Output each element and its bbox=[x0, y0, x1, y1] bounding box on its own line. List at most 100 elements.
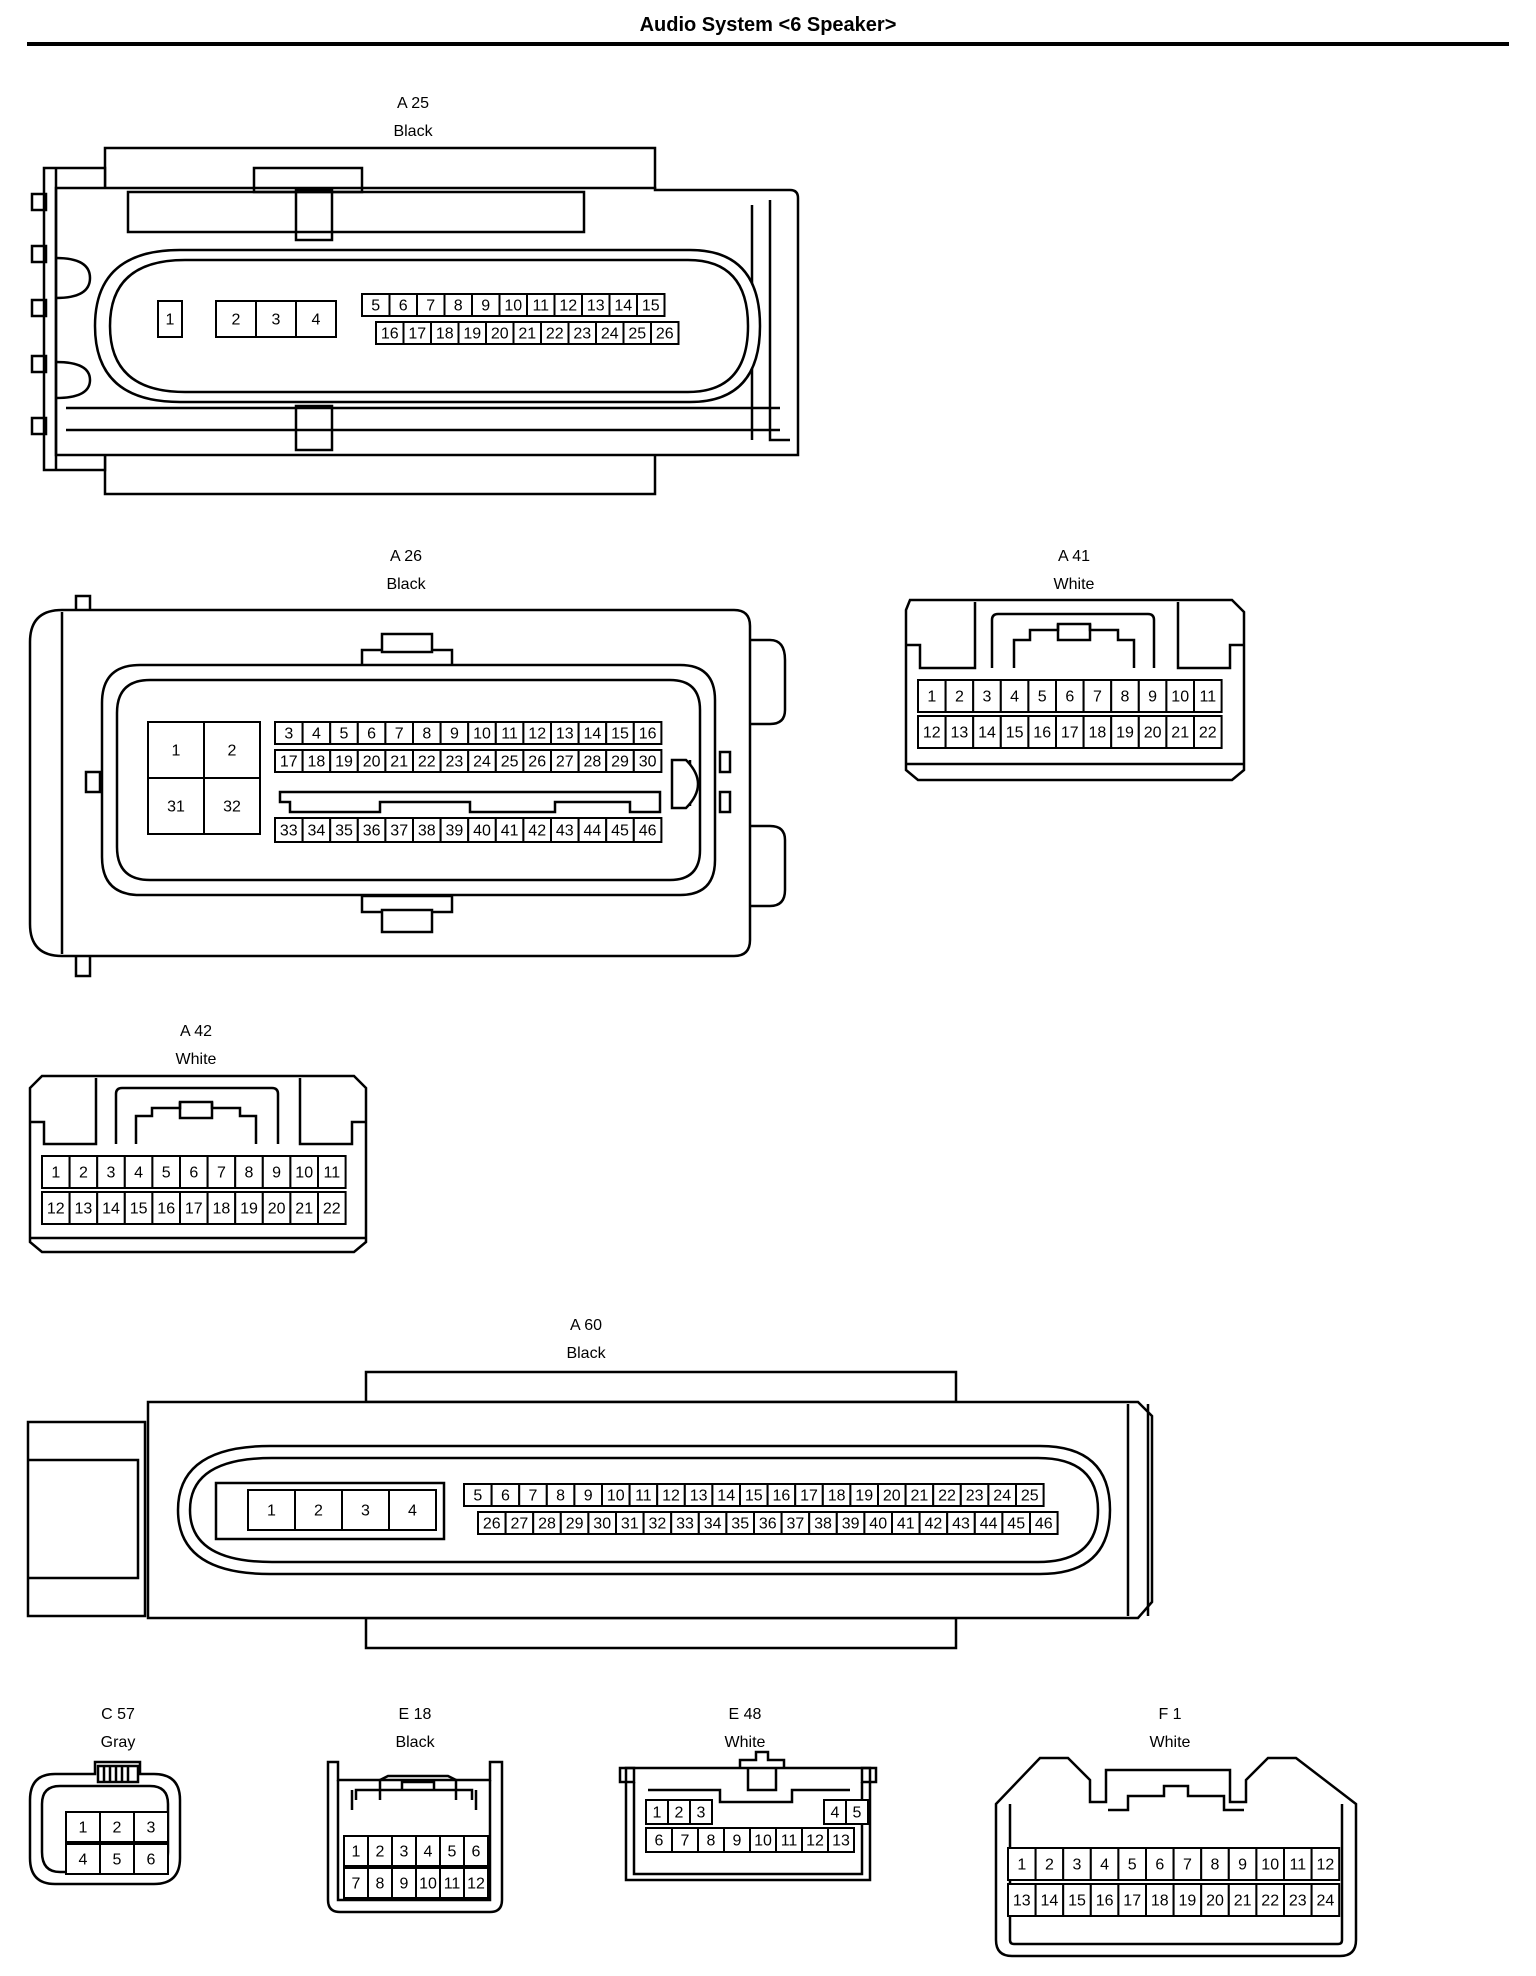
pin-cavity: 23 bbox=[1283, 1883, 1313, 1917]
pin-number: 46 bbox=[1035, 1516, 1053, 1533]
pin-number: 36 bbox=[759, 1516, 777, 1533]
pin-number: 18 bbox=[436, 326, 454, 343]
pin-cavity: 14 bbox=[577, 721, 608, 745]
pin-number: 43 bbox=[556, 823, 574, 840]
pin-number: 6 bbox=[501, 1488, 510, 1505]
pin-number: 9 bbox=[481, 298, 490, 315]
pin-number: 20 bbox=[1144, 725, 1162, 742]
pin-number: 1 bbox=[653, 1805, 662, 1822]
pin-cavity: 25 bbox=[494, 749, 525, 773]
pin-cavity: 44 bbox=[577, 817, 608, 843]
pin-number: 5 bbox=[448, 1844, 457, 1861]
pin-cavity: 42 bbox=[522, 817, 553, 843]
pin-cavity: 9 bbox=[439, 721, 470, 745]
pin-cavity: 4 bbox=[301, 721, 332, 745]
pin-cavity: 15 bbox=[999, 715, 1030, 749]
pin-cavity: 33 bbox=[274, 817, 304, 843]
pin-cavity: 25 bbox=[1015, 1483, 1045, 1507]
pin-cavity: 38 bbox=[808, 1511, 838, 1535]
pin-number: 17 bbox=[185, 1201, 203, 1218]
pin-number: 7 bbox=[217, 1165, 226, 1182]
connector-color: White bbox=[175, 1051, 217, 1068]
pin-number: 12 bbox=[806, 1833, 824, 1850]
pin-number: 11 bbox=[501, 726, 518, 743]
pin-number: 34 bbox=[704, 1516, 722, 1533]
pin-cavity: 45 bbox=[1001, 1511, 1032, 1535]
pin-cavity: 3 bbox=[689, 1799, 713, 1825]
pin-number: 5 bbox=[371, 298, 380, 315]
pin-cavity: 40 bbox=[863, 1511, 894, 1535]
pin-cavity: 1 bbox=[147, 721, 205, 779]
pin-cavity: 20 bbox=[485, 321, 515, 345]
pin-cavity: 1 bbox=[41, 1155, 71, 1189]
pin-number: 8 bbox=[1211, 1857, 1220, 1874]
pin-cavity: 40 bbox=[467, 817, 497, 843]
pin-cavity: 29 bbox=[605, 749, 635, 773]
pin-number: 15 bbox=[1068, 1893, 1086, 1910]
pin-cavity: 24 bbox=[595, 321, 625, 345]
pin-number: 44 bbox=[584, 823, 602, 840]
pin-number: 21 bbox=[390, 754, 408, 771]
pin-cavity: 8 bbox=[367, 1867, 393, 1899]
connector-label-a41: A 41 White bbox=[974, 543, 1174, 599]
pin-number: 1 bbox=[79, 1820, 88, 1837]
pin-cavity: 3 bbox=[255, 300, 297, 338]
pin-cavity: 31 bbox=[147, 777, 205, 835]
pin-number: 21 bbox=[911, 1488, 929, 1505]
pin-number: 38 bbox=[418, 823, 436, 840]
pin-number: 1 bbox=[927, 689, 936, 706]
pin-number: 20 bbox=[363, 754, 381, 771]
pin-cavity: 19 bbox=[1172, 1883, 1203, 1917]
pin-number: 22 bbox=[418, 754, 436, 771]
pin-number: 34 bbox=[308, 823, 326, 840]
pin-cavity: 1 bbox=[917, 679, 947, 713]
pin-cavity: 24 bbox=[987, 1483, 1018, 1507]
pin-cavity: 35 bbox=[329, 817, 359, 843]
connector-color: Black bbox=[395, 1734, 435, 1751]
pin-cavity: 18 bbox=[1145, 1883, 1175, 1917]
pin-cavity: 10 bbox=[415, 1867, 441, 1899]
pin-number: 10 bbox=[419, 1876, 437, 1893]
pin-number: 12 bbox=[559, 298, 577, 315]
pin-cavity: 12 bbox=[656, 1483, 686, 1507]
pin-number: 20 bbox=[268, 1201, 286, 1218]
pin-cavity: 8 bbox=[443, 293, 473, 317]
pin-number: 22 bbox=[546, 326, 564, 343]
pin-cavity: 6 bbox=[179, 1155, 209, 1189]
pin-cavity: 9 bbox=[723, 1827, 751, 1853]
pin-cavity: 12 bbox=[801, 1827, 829, 1853]
pin-number: 19 bbox=[463, 326, 481, 343]
pin-number: 26 bbox=[528, 754, 546, 771]
pin-number: 20 bbox=[1206, 1893, 1224, 1910]
pin-cavity: 4 bbox=[295, 300, 337, 338]
pin-number: 42 bbox=[528, 823, 546, 840]
pin-cavity: 16 bbox=[151, 1191, 181, 1225]
pin-cavity: 1 bbox=[645, 1799, 669, 1825]
pin-cavity: 41 bbox=[891, 1511, 921, 1535]
pin-number: 40 bbox=[869, 1516, 887, 1533]
connector-color: White bbox=[1149, 1734, 1191, 1751]
pin-number: 10 bbox=[754, 1833, 772, 1850]
pin-number: 9 bbox=[584, 1488, 593, 1505]
pin-number: 3 bbox=[697, 1805, 706, 1822]
pin-cavity: 7 bbox=[384, 721, 414, 745]
pin-number: 22 bbox=[323, 1201, 341, 1218]
pin-number: 45 bbox=[611, 823, 629, 840]
pin-number: 10 bbox=[473, 726, 491, 743]
pin-cavity: 17 bbox=[1055, 715, 1085, 749]
pin-number: 27 bbox=[511, 1516, 529, 1533]
pin-number: 8 bbox=[454, 298, 463, 315]
connector-a26-body bbox=[28, 594, 787, 978]
connector-label-e48: E 48 White bbox=[645, 1701, 845, 1757]
pin-cavity: 3 bbox=[341, 1489, 390, 1531]
pin-cavity: 37 bbox=[780, 1511, 811, 1535]
pin-cavity: 23 bbox=[567, 321, 597, 345]
pin-cavity: 8 bbox=[1110, 679, 1140, 713]
pin-number: 11 bbox=[1199, 689, 1216, 706]
pin-cavity: 41 bbox=[494, 817, 525, 843]
pin-cavity: 19 bbox=[457, 321, 487, 345]
pin-cavity: 6 bbox=[356, 721, 387, 745]
pin-cavity: 17 bbox=[179, 1191, 209, 1225]
pin-cavity: 18 bbox=[821, 1483, 852, 1507]
pin-number: 9 bbox=[733, 1833, 742, 1850]
